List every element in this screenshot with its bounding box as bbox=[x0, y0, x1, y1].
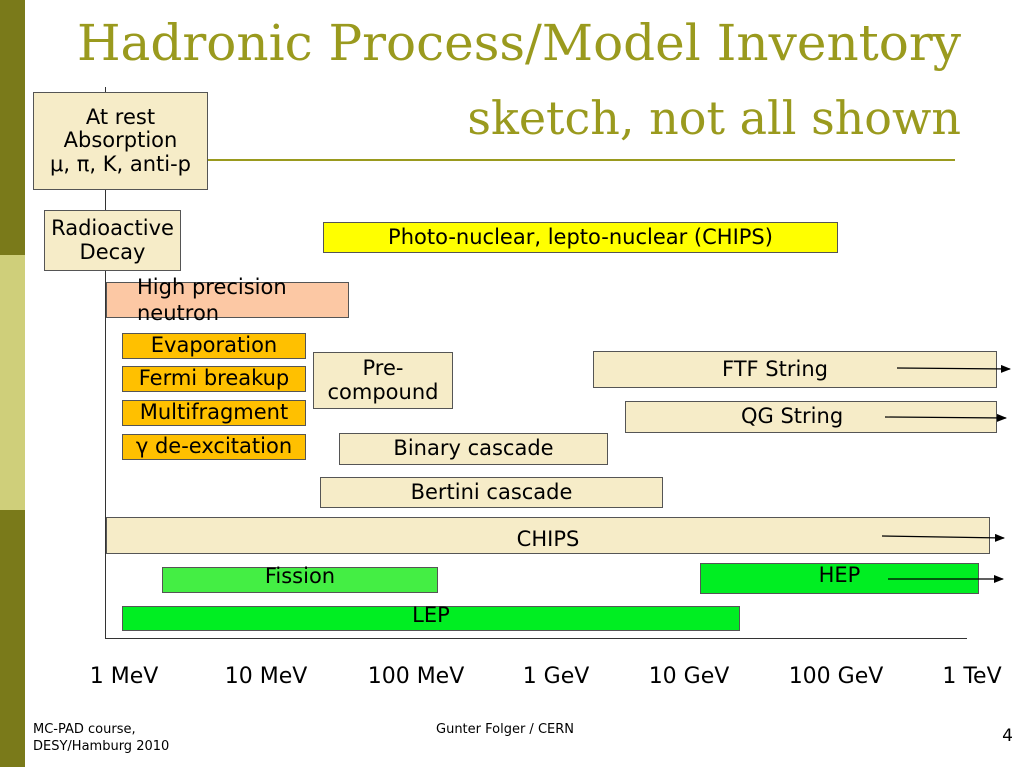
gamma-deexcitation-box: γ de-excitation bbox=[122, 434, 306, 460]
radioactive-line1: Radioactive bbox=[51, 215, 174, 240]
precompound-line1: Pre- bbox=[362, 355, 404, 380]
fermi-breakup-box: Fermi breakup bbox=[122, 366, 306, 392]
high-precision-line1: High precision bbox=[137, 274, 287, 299]
tick-label: 100 MeV bbox=[367, 664, 465, 689]
tick-label: 100 GeV bbox=[788, 664, 884, 689]
footer-author: Gunter Folger / CERN bbox=[436, 722, 574, 737]
footer-course: MC-PAD course, DESY/Hamburg 2010 bbox=[33, 722, 169, 756]
lep-box: LEP bbox=[122, 603, 740, 631]
sidebar-segment bbox=[0, 255, 25, 510]
tick-label: 1 MeV bbox=[89, 664, 159, 689]
x-axis-line bbox=[105, 638, 967, 639]
lep-label: LEP bbox=[412, 603, 450, 627]
footer-course-line2: DESY/Hamburg 2010 bbox=[33, 738, 170, 754]
sidebar-decoration bbox=[0, 0, 25, 767]
at-rest-line2: Absorption bbox=[63, 128, 178, 153]
radioactive-decay-box: Radioactive Decay bbox=[44, 210, 181, 271]
photo-nuclear-box: Photo-nuclear, lepto-nuclear (CHIPS) bbox=[323, 222, 838, 253]
tick-label: 1 GeV bbox=[522, 664, 590, 689]
slide-subtitle: sketch, not all shown bbox=[467, 91, 961, 145]
at-rest-line1: At rest bbox=[85, 104, 156, 129]
tick-label: 10 GeV bbox=[648, 664, 730, 689]
tick-label: 10 MeV bbox=[224, 664, 308, 689]
at-rest-line3: μ, π, K, anti-p bbox=[50, 151, 191, 176]
sidebar-segment bbox=[0, 0, 25, 255]
qg-string-label: QG String bbox=[741, 404, 844, 429]
chips-box: CHIPS bbox=[106, 517, 990, 554]
ftf-string-label: FTF String bbox=[722, 356, 828, 381]
sidebar-segment bbox=[0, 510, 25, 767]
hep-box: HEP bbox=[700, 563, 979, 594]
evaporation-box: Evaporation bbox=[122, 333, 306, 359]
hep-label: HEP bbox=[818, 563, 861, 587]
precompound-line2: compound bbox=[327, 379, 439, 404]
fission-label: Fission bbox=[264, 564, 336, 588]
radioactive-line2: Decay bbox=[79, 239, 146, 264]
ftf-string-box: FTF String bbox=[593, 351, 997, 388]
y-axis-line bbox=[105, 87, 106, 639]
page-number: 4 bbox=[1002, 726, 1013, 746]
footer-course-line1: MC-PAD course, bbox=[33, 722, 136, 737]
multifragment-box: Multifragment bbox=[122, 400, 306, 426]
high-precision-line2: neutron bbox=[137, 301, 220, 325]
binary-cascade-box: Binary cascade bbox=[339, 433, 608, 465]
title-divider bbox=[205, 159, 955, 161]
at-rest-absorption-box: At rest Absorption μ, π, K, anti-p bbox=[33, 92, 208, 190]
tick-label: 1 TeV bbox=[942, 664, 1002, 689]
qg-string-box: QG String bbox=[625, 401, 997, 433]
precompound-box: Pre- compound bbox=[313, 352, 453, 409]
high-precision-neutron-box: High precision neutron bbox=[106, 275, 349, 325]
fission-box: Fission bbox=[162, 564, 438, 593]
bertini-cascade-box: Bertini cascade bbox=[320, 477, 663, 508]
slide-title: Hadronic Process/Model Inventory bbox=[76, 14, 961, 72]
